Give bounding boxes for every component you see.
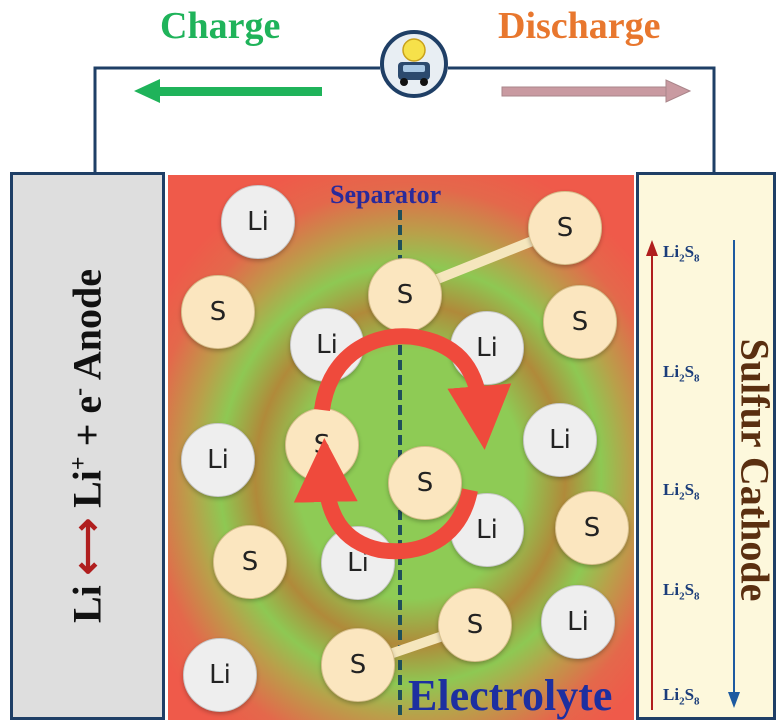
anode-li-ion: Li bbox=[64, 470, 110, 508]
anode-li: Li bbox=[64, 585, 110, 624]
external-circuit-wire bbox=[93, 66, 380, 172]
lithium-atom: Li bbox=[541, 585, 615, 659]
light-bulb-car-icon bbox=[380, 30, 448, 98]
lithium-atom: Li bbox=[183, 638, 257, 712]
sulfur-atom: S bbox=[555, 491, 629, 565]
anode-plus: + bbox=[66, 456, 93, 471]
separator-label: Separator bbox=[330, 180, 442, 209]
electrolyte-label: Electrolyte bbox=[408, 671, 613, 720]
lithium-atom: Li bbox=[321, 526, 395, 600]
lithium-atom: Li bbox=[450, 493, 524, 567]
cathode-panel bbox=[636, 172, 776, 720]
sulfur-atom: S bbox=[543, 285, 617, 359]
li2s8-label: Li2S8 bbox=[663, 362, 700, 385]
li2s8-label: Li2S8 bbox=[663, 580, 700, 603]
sulfur-atom: S bbox=[213, 525, 287, 599]
sulfur-atom: S bbox=[388, 446, 462, 520]
lithium-atom: Li bbox=[221, 185, 295, 259]
lithium-atom: Li bbox=[290, 308, 364, 382]
external-circuit-wire-right bbox=[448, 66, 716, 172]
charge-arrow bbox=[134, 79, 322, 103]
li2s8-label: Li2S8 bbox=[663, 685, 700, 708]
anode-plus-e: + e bbox=[64, 395, 110, 457]
sulfur-atom: S bbox=[285, 408, 359, 482]
discharge-arrow bbox=[501, 79, 692, 103]
sulfur-atom: S bbox=[528, 191, 602, 265]
anode-panel bbox=[10, 172, 165, 720]
discharge-label: Discharge bbox=[498, 5, 661, 47]
anode-minus: - bbox=[66, 387, 93, 396]
lithium-atom: Li bbox=[450, 311, 524, 385]
sulfur-atom: S bbox=[368, 258, 442, 332]
li2s8-label: Li2S8 bbox=[663, 480, 700, 503]
charge-label: Charge bbox=[160, 5, 281, 47]
anode-label: Li ⟷ Li+ + e- Anode bbox=[64, 269, 111, 623]
cathode-label: Sulfur Cathode bbox=[732, 338, 776, 602]
anode-word: Anode bbox=[64, 268, 110, 388]
double-arrow-icon: ⟷ bbox=[64, 517, 110, 576]
sulfur-atom: S bbox=[321, 628, 395, 702]
lithium-atom: Li bbox=[523, 403, 597, 477]
sulfur-atom: S bbox=[438, 588, 512, 662]
lithium-atom: Li bbox=[181, 423, 255, 497]
li2s8-label: Li2S8 bbox=[663, 242, 700, 265]
sulfur-atom: S bbox=[181, 275, 255, 349]
